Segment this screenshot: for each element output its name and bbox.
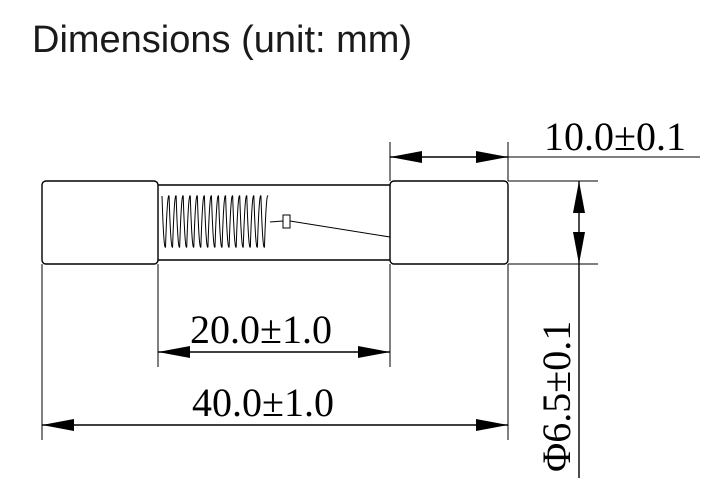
page-title: Dimensions (unit: mm): [32, 19, 412, 61]
fuse-element: [161, 195, 391, 248]
cap-length-label: 10.0±0.1: [544, 114, 686, 159]
spring-coil: [161, 195, 269, 248]
extension-lines: [41, 142, 598, 440]
solder-joint: [282, 214, 291, 229]
diameter-dimension: Φ6.5±0.1: [534, 181, 585, 478]
right-end-cap: [389, 180, 509, 265]
overall-length-dimension: 40.0±1.0: [42, 380, 508, 431]
glass-tube: [158, 184, 390, 261]
inner-length-dimension: 20.0±1.0: [158, 307, 390, 358]
left-end-cap: [41, 180, 159, 265]
inner-length-label: 20.0±1.0: [190, 307, 332, 352]
fuse-body: [41, 180, 509, 265]
fuse-wire: [289, 220, 391, 238]
overall-length-label: 40.0±1.0: [192, 380, 334, 425]
cap-length-dimension: 10.0±0.1: [390, 114, 700, 163]
diameter-label: Φ6.5±0.1: [534, 321, 579, 472]
